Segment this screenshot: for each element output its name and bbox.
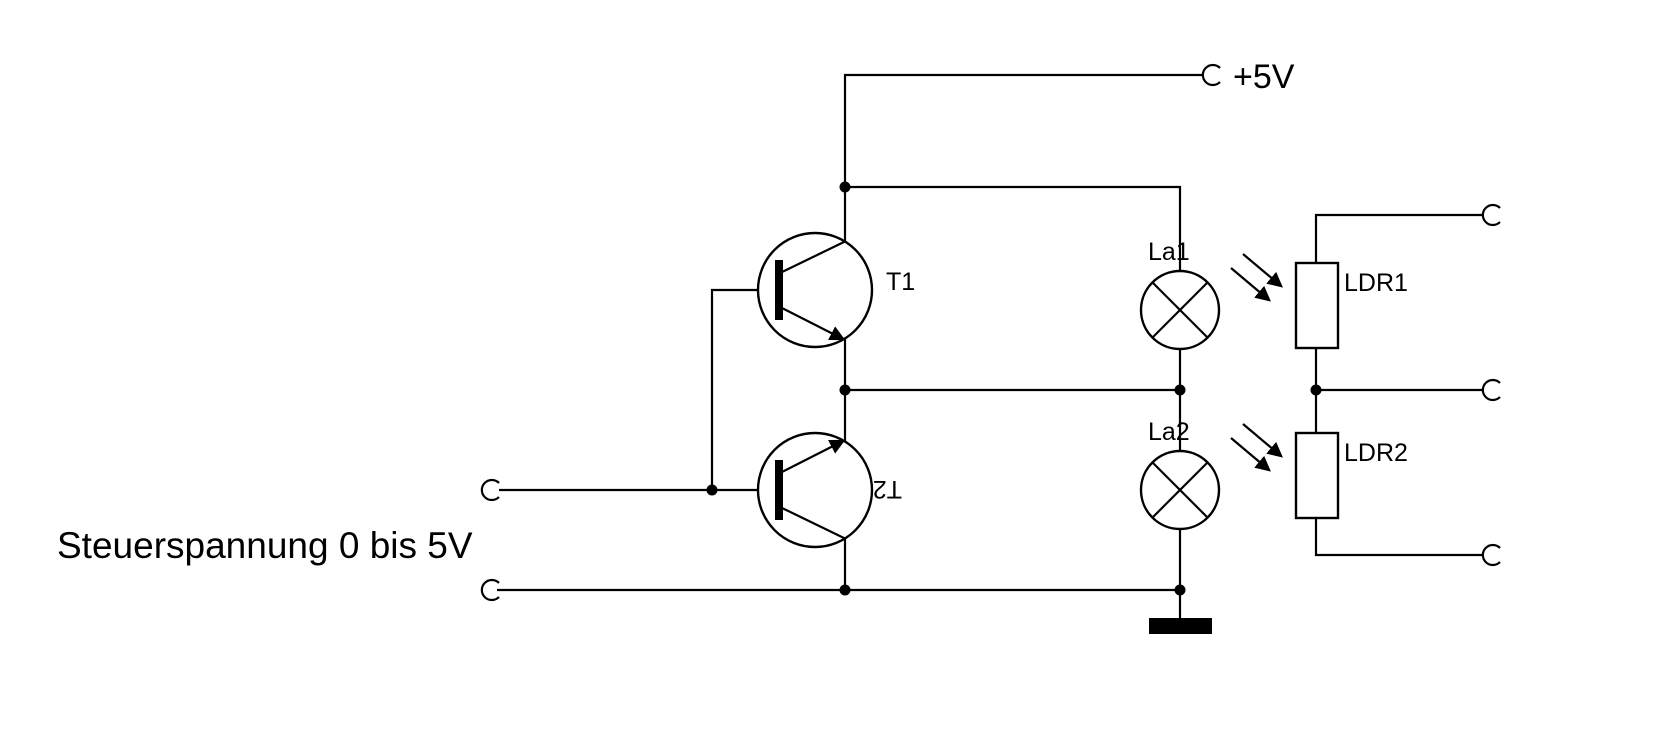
lamp-la1: [1139, 269, 1221, 351]
terminal-ldr-top-icon: [1481, 203, 1501, 227]
transistor-t1: [756, 231, 874, 349]
junction-dot: [839, 181, 851, 193]
lamp-la1-label: La1: [1148, 238, 1190, 266]
ldr2-label: LDR2: [1344, 439, 1408, 467]
transistor-t2-label: T2: [873, 475, 902, 503]
transistor-body-icon: [756, 231, 874, 349]
terminal-ldr-mid-icon: [1481, 378, 1501, 402]
light-arrow-icon: [1230, 267, 1271, 302]
wire: [843, 73, 1203, 243]
junction-dot: [1174, 584, 1186, 596]
control-voltage-label: Steuerspannung 0 bis 5V: [57, 525, 473, 566]
resistor-body-icon: [1294, 431, 1340, 520]
transistor-t2: [756, 431, 874, 549]
ldr1: [1230, 253, 1340, 350]
junctions: [706, 181, 1322, 596]
lamp-cross-icon: [1151, 461, 1209, 519]
transistor-emitter-arrow-icon: [779, 439, 846, 474]
ldr1-label: LDR1: [1344, 269, 1408, 297]
supply-label: +5V: [1233, 58, 1295, 96]
light-arrow-icon: [1242, 253, 1283, 288]
transistor-emitter-arrow-icon: [779, 306, 846, 341]
terminal-supply-icon: [1201, 63, 1221, 87]
lamp-cross-icon: [1151, 281, 1209, 339]
light-arrow-icon: [1230, 437, 1271, 472]
terminal-input-bottom-icon: [480, 578, 500, 602]
terminals: [480, 63, 1501, 602]
wire: [845, 185, 1182, 271]
junction-dot: [839, 584, 851, 596]
lamp-la2: [1139, 449, 1221, 531]
junction-dot: [1174, 384, 1186, 396]
ldr2: [1230, 423, 1340, 520]
junction-dot: [1310, 384, 1322, 396]
wire: [1314, 213, 1483, 263]
transistor-t1-label: T1: [886, 268, 915, 296]
junction-dot: [839, 384, 851, 396]
junction-dot: [706, 484, 718, 496]
transistor-collector-icon: [779, 506, 847, 540]
resistor-body-icon: [1294, 261, 1340, 350]
terminal-ldr-bottom-icon: [1481, 543, 1501, 567]
transistor-collector-icon: [779, 240, 847, 274]
transistor-body-icon: [756, 431, 874, 549]
wire: [1314, 518, 1483, 557]
light-arrow-icon: [1242, 423, 1283, 458]
terminal-input-top-icon: [480, 478, 500, 502]
wire: [710, 288, 775, 490]
ground-icon: [1149, 618, 1212, 634]
lamp-la2-label: La2: [1148, 418, 1190, 446]
